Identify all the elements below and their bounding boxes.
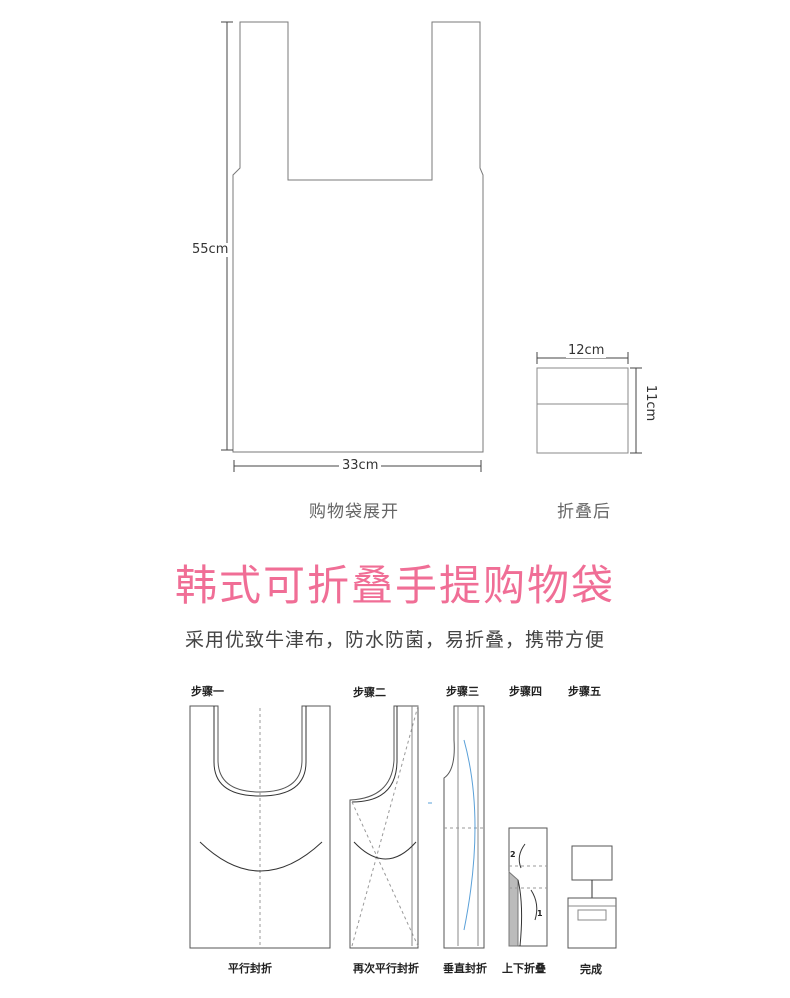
folded-caption: 折叠后 bbox=[557, 502, 611, 522]
step-1-figure bbox=[189, 705, 331, 949]
folded-height-label: 11cm bbox=[643, 382, 659, 424]
step-5-caption: 完成 bbox=[580, 963, 602, 976]
unfolded-caption: 购物袋展开 bbox=[309, 502, 399, 522]
step-5-label: 步骤五 bbox=[568, 685, 601, 698]
folded-height-dimension-line bbox=[630, 367, 642, 454]
step-4-mark-1: 1 bbox=[537, 909, 543, 918]
step-4-mark-2: 2 bbox=[510, 850, 516, 859]
product-subtitle: 采用优致牛津布，防水防菌，易折叠，携带方便 bbox=[184, 629, 605, 651]
step-3-caption: 垂直封折 bbox=[443, 962, 487, 975]
step-4-caption: 上下折叠 bbox=[502, 962, 546, 975]
folded-width-label: 12cm bbox=[566, 343, 607, 358]
height-label: 55cm bbox=[192, 242, 229, 257]
unfolded-bag-outline bbox=[232, 21, 484, 453]
step-4-label: 步骤四 bbox=[509, 685, 542, 698]
bag-dimension-diagram bbox=[221, 21, 642, 472]
step-4-figure bbox=[508, 827, 548, 947]
step-2-figure bbox=[349, 705, 419, 949]
folded-width-dimension-line bbox=[536, 352, 629, 364]
product-title: 韩式可折叠手提购物袋 bbox=[174, 561, 615, 610]
height-dimension-line bbox=[221, 21, 233, 451]
step-1-caption: 平行封折 bbox=[228, 962, 272, 975]
step-2-label: 步骤二 bbox=[353, 686, 386, 699]
step-3-figure bbox=[428, 705, 485, 949]
folded-pouch-outline bbox=[536, 367, 629, 454]
step-2-caption: 再次平行封折 bbox=[353, 962, 419, 975]
step-1-label: 步骤一 bbox=[191, 685, 224, 698]
width-label: 33cm bbox=[339, 459, 382, 473]
step-5-figure bbox=[567, 845, 617, 949]
step-3-label: 步骤三 bbox=[446, 685, 479, 698]
